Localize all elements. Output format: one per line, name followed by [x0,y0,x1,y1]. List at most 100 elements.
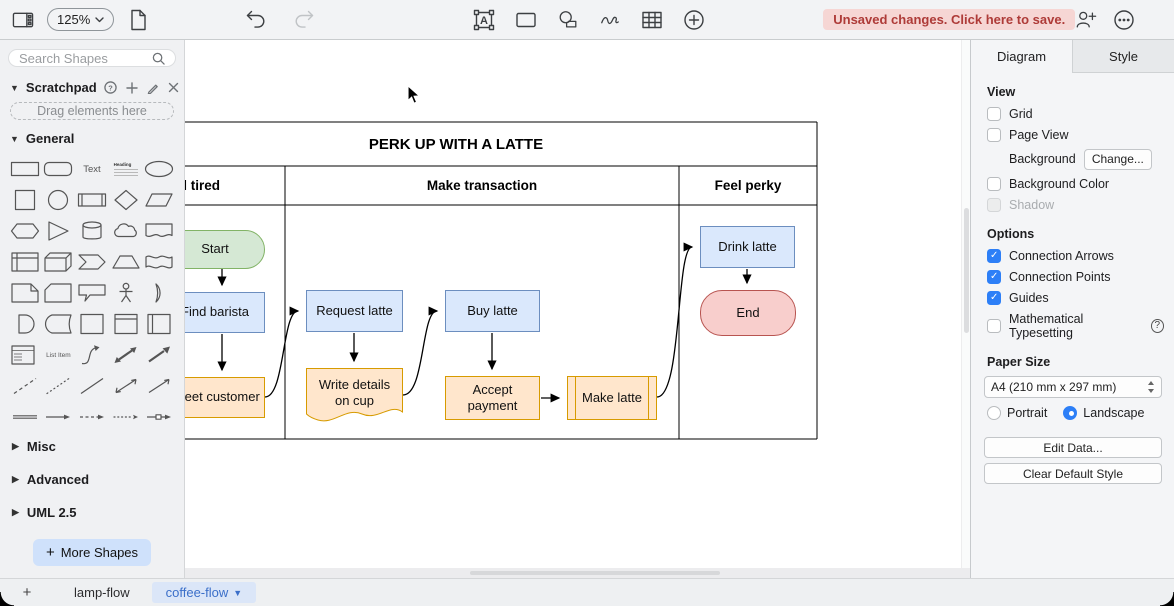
lane-feel-perky[interactable]: Feel perky [714,178,782,193]
search-input[interactable] [19,50,146,66]
zoom-dropdown[interactable]: 125% [47,8,115,31]
shape-cube[interactable] [42,251,76,273]
lane-feel-tired[interactable]: Feel tired [185,178,221,193]
edit-data-button[interactable]: Edit Data... [984,437,1162,458]
shape-dashed-line[interactable] [8,375,42,397]
add-page-button[interactable]: + [22,584,32,601]
shape-heading[interactable]: Heading [109,158,143,180]
shape-triangle[interactable] [42,220,76,242]
background-color-checkbox[interactable] [987,176,1001,191]
shape-trapezoid[interactable] [109,251,143,273]
shape-line[interactable] [75,375,109,397]
node-write-details[interactable]: Write details on cup [306,368,403,426]
flowchart-layer[interactable] [185,40,960,568]
help-icon[interactable]: ? [1150,318,1164,333]
unsaved-changes-badge[interactable]: Unsaved changes. Click here to save. [823,9,1076,30]
shape-horizontal-container[interactable] [142,313,176,335]
flow-connectors[interactable] [217,242,752,403]
search-shapes-box[interactable] [8,49,176,68]
shape-actor[interactable] [109,282,143,304]
math-typesetting-checkbox[interactable] [987,318,1001,333]
shapes-tool-icon[interactable] [557,9,579,31]
shape-square[interactable] [8,189,42,211]
shape-ellipse[interactable] [142,158,176,180]
shape-step[interactable] [75,251,109,273]
page-view-checkbox[interactable] [987,127,1001,142]
shape-list-item[interactable]: List Item [46,351,71,359]
shape-diamond[interactable] [109,189,143,211]
shape-cloud[interactable] [109,220,143,242]
shape-bidirectional-arrow[interactable] [109,344,143,366]
shape-link[interactable] [8,406,42,428]
node-end[interactable]: End [700,290,796,336]
shape-dotted-line[interactable] [42,375,76,397]
sidebar-section-misc[interactable]: ▶ Misc [0,430,184,463]
shape-card[interactable] [42,282,76,304]
insert-icon[interactable] [683,9,705,31]
vertical-scrollbar-thumb[interactable] [964,208,969,333]
connection-arrows-checkbox[interactable] [987,248,1001,263]
shape-hexagon[interactable] [8,220,42,242]
undo-icon[interactable] [245,9,267,31]
guides-checkbox[interactable] [987,290,1001,305]
shape-internal-storage[interactable] [8,251,42,273]
shape-list[interactable] [8,344,42,366]
more-shapes-button[interactable]: + More Shapes [32,539,152,566]
node-start[interactable]: Start [185,230,265,269]
shape-cylinder[interactable] [75,220,109,242]
page-icon[interactable] [127,9,149,31]
node-drink-latte[interactable]: Drink latte [700,226,795,268]
shape-process[interactable] [75,189,109,211]
text-tool-icon[interactable]: A [473,9,495,31]
landscape-radio[interactable] [1063,405,1078,420]
page-tab-lamp-flow[interactable]: lamp-flow [74,585,130,600]
tab-diagram[interactable]: Diagram [996,49,1047,64]
shape-rounded-rectangle[interactable] [42,158,76,180]
clear-default-style-button[interactable]: Clear Default Style [984,463,1162,484]
diagram-canvas[interactable]: PERK UP WITH A LATTE Feel tired Make tra… [185,40,970,568]
shape-circle[interactable] [42,189,76,211]
vertical-scrollbar[interactable] [961,40,970,568]
node-find-barista[interactable]: Find barista [185,292,265,333]
node-request-latte[interactable]: Request latte [306,290,403,332]
portrait-radio[interactable] [987,405,1001,420]
horizontal-scrollbar-thumb[interactable] [470,571,720,575]
edit-icon[interactable] [147,82,159,94]
shape-tape[interactable] [142,251,176,273]
pool-title[interactable]: PERK UP WITH A LATTE [368,135,544,153]
panel-toggle-icon[interactable] [12,9,34,31]
shape-container[interactable] [75,313,109,335]
node-make-latte[interactable]: Make latte [567,376,657,420]
shape-note[interactable] [8,282,42,304]
lane-make-transaction[interactable]: Make transaction [426,178,538,193]
shape-or[interactable] [142,282,176,304]
shape-callout[interactable] [75,282,109,304]
shape-and[interactable] [8,313,42,335]
change-background-button[interactable]: Change... [1083,148,1152,170]
shape-data-storage[interactable] [42,313,76,335]
page-tab-coffee-flow[interactable]: coffee-flow ▼ [151,582,257,603]
shape-dotted-arrow[interactable] [109,406,143,428]
sidebar-section-advanced[interactable]: ▶ Advanced [0,463,184,496]
table-tool-icon[interactable] [641,9,663,31]
scratchpad-dropzone[interactable]: Drag elements here [10,102,174,120]
shape-text[interactable]: Text [83,163,101,175]
add-icon[interactable] [126,82,138,94]
shape-vertical-container[interactable] [109,313,143,335]
more-options-icon[interactable] [1113,9,1135,31]
shape-directional-connector[interactable] [142,375,176,397]
tab-style[interactable]: Style [1072,40,1174,73]
shape-arrow-link[interactable] [42,406,76,428]
shape-bidirectional-connector[interactable] [109,375,143,397]
general-section[interactable]: ▼ General [0,122,184,150]
sidebar-section-uml[interactable]: ▶ UML 2.5 [0,496,184,529]
horizontal-scrollbar[interactable] [185,568,970,578]
shape-parallelogram[interactable] [142,189,176,211]
shape-arrow[interactable] [142,344,176,366]
share-icon[interactable] [1075,9,1097,31]
close-icon[interactable] [168,82,179,93]
swimlane-pool[interactable] [185,121,818,440]
node-buy-latte[interactable]: Buy latte [445,290,540,332]
help-icon[interactable]: ? [104,81,117,95]
shape-dashed-arrow[interactable] [75,406,109,428]
